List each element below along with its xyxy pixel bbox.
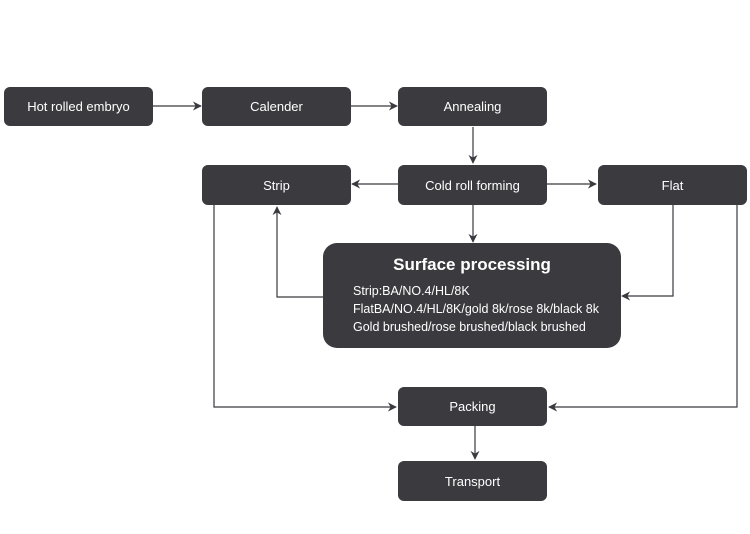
surface-processing-title: Surface processing (393, 255, 551, 274)
node-flat: Flat (598, 165, 747, 205)
node-cold-roll-forming: Cold roll forming (398, 165, 547, 205)
surface-line-flat: FlatBA/NO.4/HL/8K/gold 8k/rose 8k/black … (353, 302, 599, 316)
node-packing: Packing (398, 387, 547, 426)
node-surface-processing: Surface processing Strip:BA/NO.4/HL/8K F… (323, 243, 621, 348)
arrow-surface-to-strip (272, 206, 323, 298)
surface-line-brushed: Gold brushed/rose brushed/black brushed (353, 320, 586, 334)
node-calender: Calender (202, 87, 351, 126)
node-transport: Transport (398, 461, 547, 501)
node-hot-rolled-embryo: Hot rolled embryo (4, 87, 153, 126)
surface-line-strip: Strip:BA/NO.4/HL/8K (353, 284, 470, 298)
arrow-flat-to-packing (548, 205, 738, 412)
arrow-flat-to-surface (621, 205, 674, 301)
node-strip: Strip (202, 165, 351, 205)
node-annealing: Annealing (398, 87, 547, 126)
arrow-strip-to-packing (213, 205, 397, 412)
